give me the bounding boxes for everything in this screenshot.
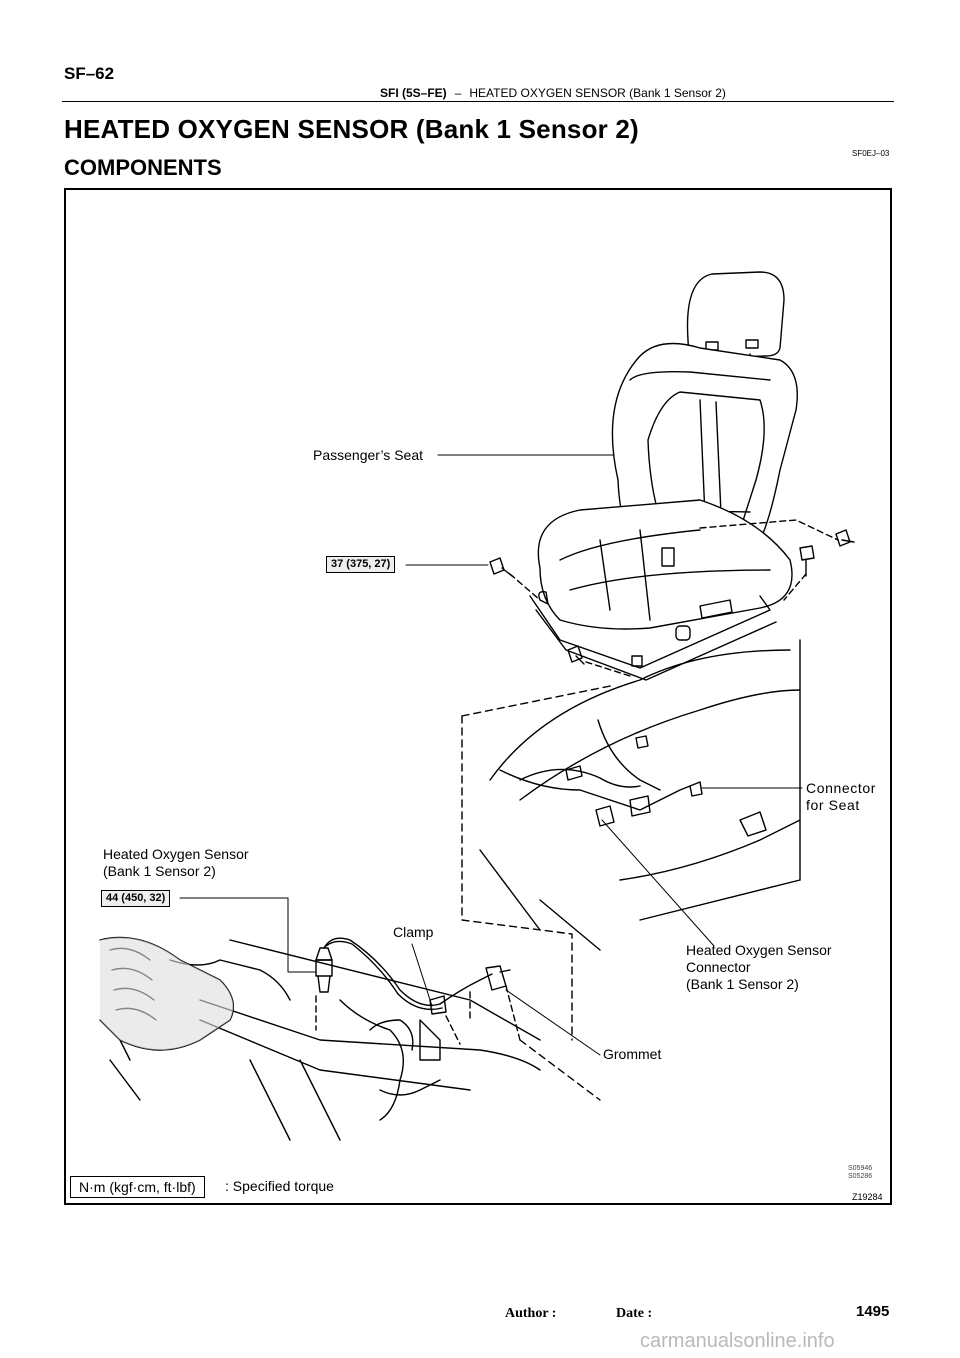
figure-code: Z19284 [852,1192,883,1202]
page-number: 1495 [856,1303,890,1320]
shading [100,937,234,1050]
label-connector-line2: for Seat [806,797,860,813]
section-title: COMPONENTS [64,155,222,180]
page-id: SF–62 [64,64,115,83]
legend-text: : Specified torque [225,1178,334,1194]
document-title: HEATED OXYGEN SENSOR (Bank 1 Sensor 2) [64,114,639,144]
leader-lines [179,454,803,1056]
label-passenger-seat: Passenger’s Seat [313,447,423,463]
footer-date-label: Date : [616,1306,653,1321]
label-connector-line1: Connector [806,780,876,796]
header-rule [62,101,894,102]
torque-oxygen-sensor: 44 (450, 32) [101,890,171,907]
label-sensor-connector-line1: Heated Oxygen Sensor [686,942,832,958]
scan-code-line1: S05946 [848,1165,873,1172]
running-header-section: SFI (5S–FE) [380,86,447,100]
seat-cushion-drawing [537,499,793,630]
floor-panel-drawing [479,639,801,951]
label-heated-oxygen-sensor: Heated Oxygen Sensor (Bank 1 Sensor 2) [103,846,249,880]
legend-unit-box: N·m (kgf·cm, ft·lbf) [70,1176,205,1198]
running-header: SFI (5S–FE)–HEATED OXYGEN SENSOR (Bank 1… [380,86,726,100]
label-sensor-connector-line3: (Bank 1 Sensor 2) [686,976,799,992]
floor-harness-drawing [499,765,703,827]
oxygen-sensor-drawing [315,937,511,1015]
label-grommet: Grommet [603,1046,662,1062]
label-clamp: Clamp [393,924,434,940]
torque-seat-bolts: 37 (375, 27) [326,556,396,573]
figure-frame [64,188,892,1205]
label-sensor-line1: Heated Oxygen Sensor [103,846,249,862]
label-sensor-line2: (Bank 1 Sensor 2) [103,863,216,879]
scan-code: S05946 S05286 [848,1165,872,1181]
seat-mounting-dashes [509,519,839,677]
running-header-separator: – [454,86,462,100]
label-sensor-connector-line2: Connector [686,959,751,975]
sensor-dashes [315,985,521,1045]
watermark: carmanualsonline.info [640,1330,835,1352]
detail-box-dashes [461,685,611,1101]
label-sensor-connector: Heated Oxygen Sensor Connector (Bank 1 S… [686,942,832,993]
scan-code-line2: S05286 [848,1173,873,1180]
footer-author-label: Author : [505,1306,557,1321]
seat-rails-drawing [529,590,777,681]
label-connector-for-seat: Connector for Seat [806,780,876,814]
running-header-topic: HEATED OXYGEN SENSOR (Bank 1 Sensor 2) [469,86,726,100]
document-code: SF0EJ–03 [852,149,890,158]
